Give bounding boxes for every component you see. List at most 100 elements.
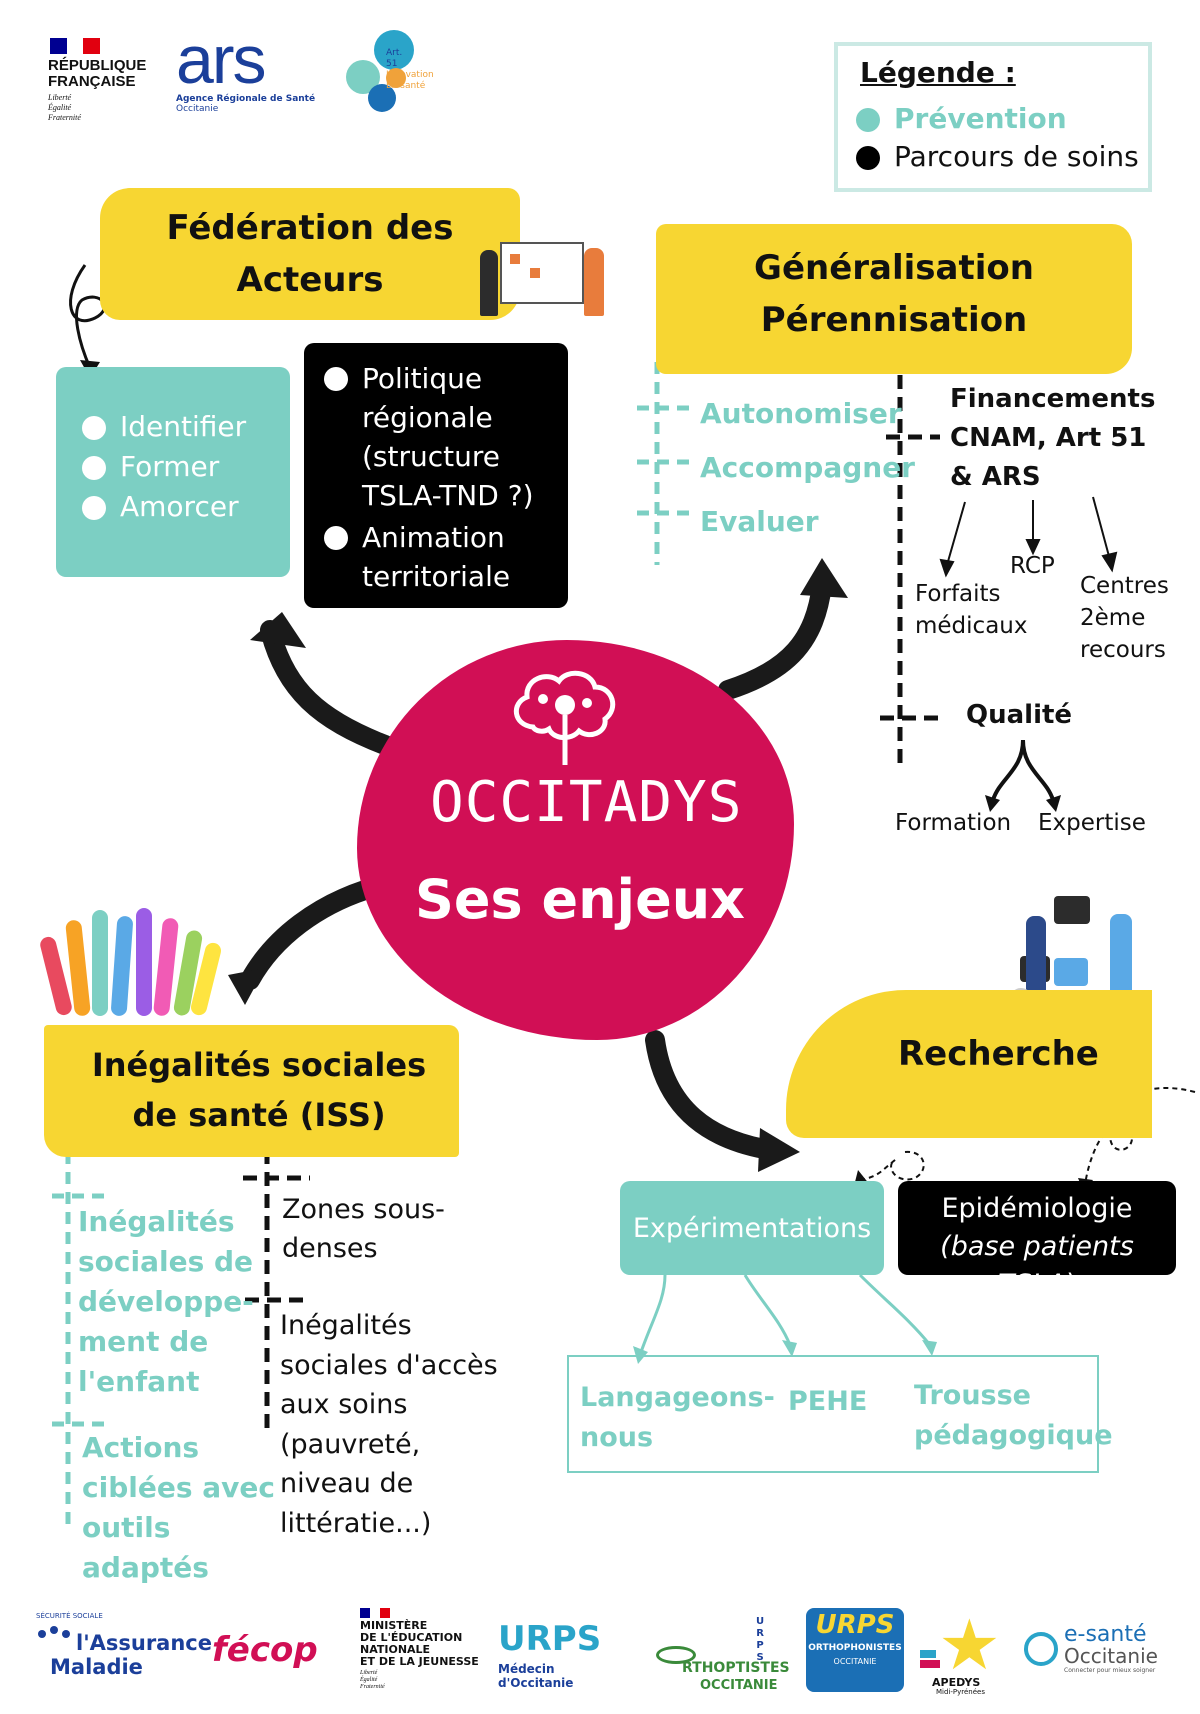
quality-label: Qualité bbox=[966, 700, 1073, 730]
politique-line1: Politique bbox=[362, 362, 483, 395]
french-flag-icon bbox=[360, 1608, 390, 1618]
legend-title: Légende : bbox=[860, 56, 1016, 89]
apedys-line2: Midi-Pyrénées bbox=[936, 1688, 985, 1696]
langageons-line2: nous bbox=[580, 1422, 654, 1453]
orthoptistes-letter-u: U bbox=[756, 1616, 765, 1627]
orthoptistes-letter-r: R bbox=[756, 1628, 764, 1639]
iss-banner bbox=[44, 1025, 459, 1157]
art51-line1: Art. bbox=[386, 48, 403, 58]
evaluer-label: Evaluer bbox=[700, 505, 819, 538]
funding-line1: Financements bbox=[950, 384, 1156, 414]
ministere-line3: NATIONALE bbox=[360, 1643, 431, 1656]
ministere-motto2: Égalité bbox=[360, 1677, 378, 1683]
iss-care-item-2: Inégalités sociales d'accès aux soins (p… bbox=[280, 1306, 498, 1543]
identifier-label: Identifier bbox=[120, 410, 247, 443]
centres-line3: recours bbox=[1080, 637, 1166, 663]
federation-title-line1: Fédération des bbox=[166, 208, 454, 248]
iss-prev1-line2: sociales de bbox=[78, 1245, 254, 1278]
federation-care-box: Politique régionale (structure TSLA-TND … bbox=[304, 343, 568, 608]
assurance-line1: l'Assurance bbox=[76, 1631, 212, 1655]
art51-line4: En santé bbox=[386, 81, 426, 91]
ministere-line2: DE L'ÉDUCATION bbox=[360, 1631, 463, 1644]
former-label: Former bbox=[120, 450, 220, 483]
republique-line1: RÉPUBLIQUE bbox=[48, 57, 147, 74]
federation-prevention-box: Identifier Former Amorcer bbox=[56, 367, 290, 577]
funding-line3: & ARS bbox=[950, 462, 1041, 492]
generalisation-care-lines bbox=[880, 375, 945, 770]
list-item-identifier: Identifier bbox=[82, 407, 246, 447]
center-subtitle: Ses enjeux bbox=[415, 868, 745, 931]
brain-tree-icon bbox=[505, 665, 625, 775]
team-board-illustration bbox=[472, 232, 612, 318]
generalisation-banner bbox=[656, 224, 1132, 374]
project-langageons: Langageons- nous bbox=[580, 1378, 775, 1458]
project-pehe: PEHE bbox=[788, 1386, 868, 1417]
forfaits-label: Forfaits médicaux bbox=[915, 578, 1027, 642]
iss-title: Inégalités sociales de santé (ISS) bbox=[44, 1040, 474, 1140]
iss-prev2-line3: outils bbox=[82, 1511, 171, 1544]
list-item-politique: Politique régionale (structure TSLA-TND … bbox=[324, 359, 534, 515]
forfaits-line2: médicaux bbox=[915, 613, 1028, 639]
trousse-line1: Trousse bbox=[914, 1380, 1031, 1411]
black-dot-icon bbox=[856, 146, 880, 170]
orthophonistes-line2: ORTHOPHONISTES bbox=[808, 1643, 902, 1653]
ars-logo: ars Agence Régionale de Santé Occitanie bbox=[176, 26, 316, 114]
people-icon bbox=[38, 1626, 78, 1654]
epidemiologie-line2: (base patients TSLA) bbox=[940, 1231, 1134, 1300]
arrow-to-recherche bbox=[645, 1030, 780, 1160]
list-item-former: Former bbox=[82, 447, 246, 487]
white-dot-icon bbox=[82, 456, 106, 480]
white-dot-icon bbox=[324, 526, 348, 550]
generalisation-title: Généralisation Pérennisation bbox=[656, 242, 1132, 346]
funding-label: Financements CNAM, Art 51 & ARS bbox=[950, 380, 1155, 497]
orthoptistes-line1: RTHOPTISTES bbox=[682, 1660, 790, 1676]
iss-care-item-1: Zones sous- denses bbox=[282, 1190, 445, 1268]
iss-care2-line6: littératie...) bbox=[280, 1507, 432, 1539]
legend: Légende : Prévention Parcours de soins bbox=[834, 42, 1152, 192]
ars-region: Occitanie bbox=[176, 104, 219, 114]
iss-care-lines bbox=[243, 1150, 310, 1430]
arrow-to-iss bbox=[240, 880, 375, 990]
generalisation-title-line1: Généralisation bbox=[754, 248, 1034, 288]
formation-label: Formation bbox=[895, 810, 1012, 836]
iss-prevention-lines bbox=[52, 1132, 110, 1525]
amorcer-label: Amorcer bbox=[120, 490, 239, 523]
quality-fork bbox=[991, 739, 1055, 801]
rcp-label: RCP bbox=[1010, 553, 1055, 579]
expertise-label: Expertise bbox=[1038, 810, 1146, 836]
arrowhead-iss bbox=[228, 968, 265, 1005]
animation-line1: Animation bbox=[362, 521, 505, 554]
trousse-line2: pédagogique bbox=[914, 1420, 1113, 1451]
motto-egalite: Égalité bbox=[48, 103, 72, 112]
experimentation-arrows bbox=[638, 1273, 932, 1356]
ministere-line4: ET DE LA JEUNESSE bbox=[360, 1655, 479, 1668]
forfaits-line1: Forfaits bbox=[915, 581, 1001, 607]
apedys-logo: ★ APEDYS Midi-Pyrénées bbox=[914, 1608, 1014, 1698]
iss-prev2-line4: adaptés bbox=[82, 1551, 209, 1584]
iss-prev1-line5: l'enfant bbox=[78, 1365, 200, 1398]
iss-care2-line5: niveau de bbox=[280, 1468, 414, 1499]
list-item-amorcer: Amorcer bbox=[82, 487, 246, 527]
white-dot-icon bbox=[324, 367, 348, 391]
iss-care1-line1: Zones sous- bbox=[282, 1194, 445, 1225]
assurance-line2: Maladie bbox=[50, 1655, 143, 1679]
list-item-animation: Animation territoriale bbox=[324, 518, 534, 596]
orthoptistes-letter-p: P bbox=[756, 1640, 764, 1651]
legend-prevention-label: Prévention bbox=[894, 102, 1067, 135]
teal-dot-icon bbox=[856, 108, 880, 132]
art51-line3: Innovation bbox=[386, 70, 434, 80]
urps-orthoptistes-logo: U R P S RTHOPTISTES OCCITANIE bbox=[652, 1616, 797, 1696]
iss-care2-line2: sociales d'accès bbox=[280, 1349, 498, 1381]
federation-title-line2: Acteurs bbox=[236, 260, 384, 300]
esante-line3: Connecter pour mieux soigner bbox=[1064, 1667, 1156, 1674]
centres-label: Centres 2ème recours bbox=[1080, 570, 1169, 666]
french-flag-icon bbox=[50, 38, 101, 54]
orthophonistes-line1: URPS bbox=[815, 1610, 895, 1640]
legend-item-care: Parcours de soins bbox=[856, 140, 1139, 173]
experimentations-box: Expérimentations bbox=[620, 1181, 884, 1275]
federation-care-list: Politique régionale (structure TSLA-TND … bbox=[324, 359, 534, 596]
project-trousse: Trousse pédagogique bbox=[914, 1376, 1113, 1456]
recherche-title: Recherche bbox=[898, 1034, 1099, 1074]
orthophonistes-line3: OCCITANIE bbox=[833, 1657, 877, 1666]
epidemiologie-line1: Epidémiologie bbox=[941, 1193, 1133, 1224]
